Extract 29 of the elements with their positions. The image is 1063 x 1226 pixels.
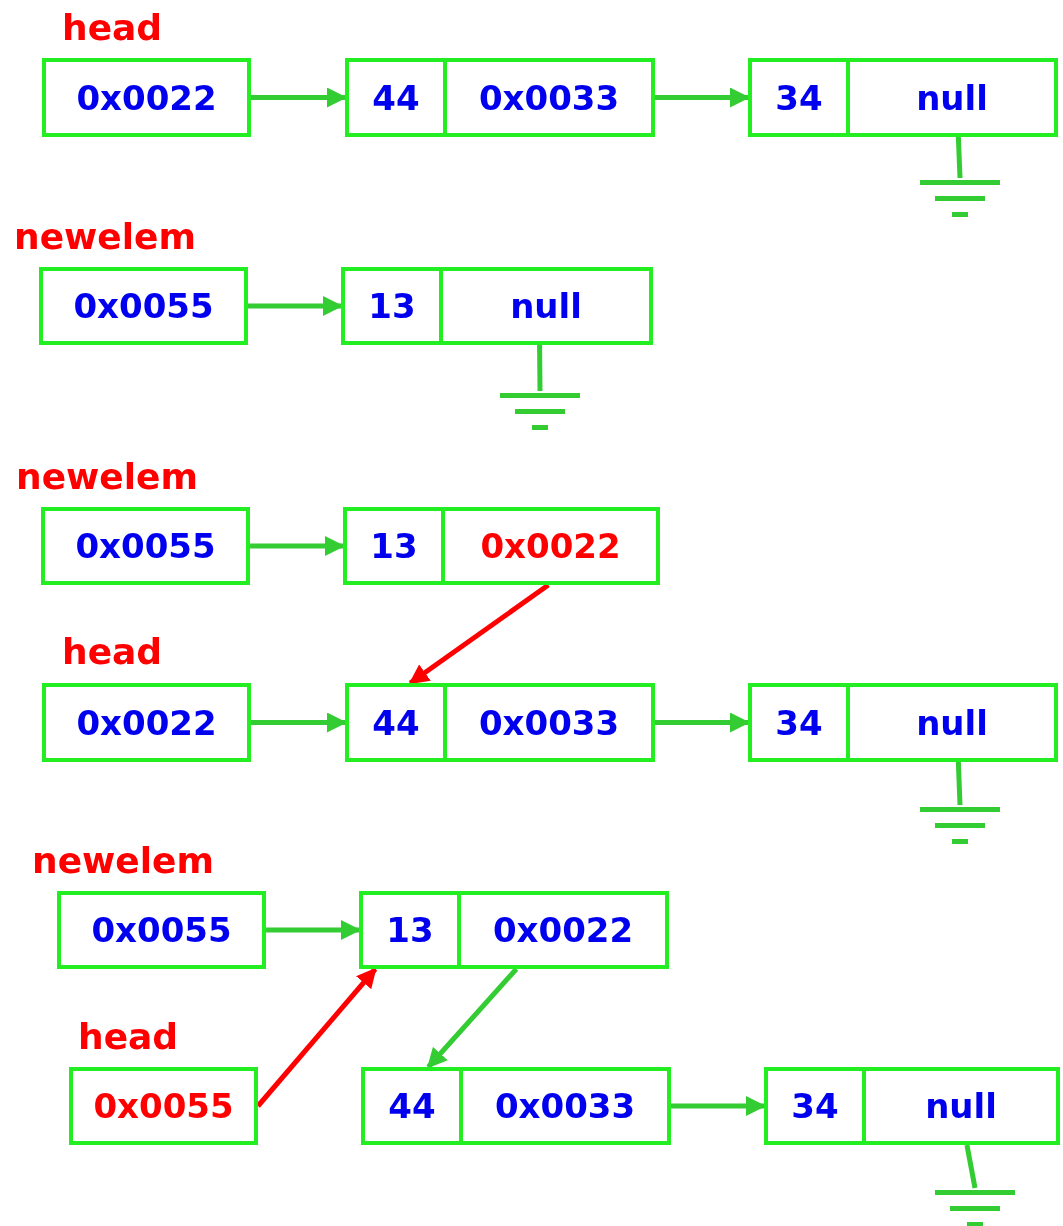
- arrow: [266, 920, 361, 940]
- pointer-name: head: [78, 1019, 179, 1055]
- arrow: [655, 87, 750, 108]
- memory-cell: 0x0055: [41, 507, 250, 585]
- connector-line: [964, 1144, 978, 1189]
- arrow: [426, 967, 519, 1069]
- memory-cell: 0x0055: [57, 891, 266, 969]
- arrow: [671, 1096, 766, 1116]
- pointer-name: newelem: [32, 843, 214, 879]
- pointer-name: head: [62, 10, 163, 46]
- memory-cell: 0x0055: [39, 267, 248, 345]
- memory-cell: 0x0022: [42, 58, 251, 137]
- memory-cell: 0x0022: [42, 683, 251, 762]
- ground-symbol: [920, 805, 1000, 845]
- connector-line: [955, 136, 963, 179]
- pointer-name: newelem: [16, 459, 198, 495]
- ground-symbol: [500, 391, 580, 431]
- arrow: [250, 536, 345, 556]
- pointer-name: newelem: [14, 219, 196, 255]
- arrow: [248, 296, 343, 316]
- arrow: [251, 712, 347, 733]
- connector-line: [955, 761, 963, 806]
- pointer-name: head: [62, 634, 163, 670]
- ground-symbol: [920, 178, 1000, 218]
- connector-line: [537, 344, 543, 392]
- memory-cell: 0x0055: [69, 1067, 258, 1145]
- ground-symbol: [935, 1188, 1015, 1226]
- arrow: [655, 712, 750, 733]
- arrow: [251, 87, 347, 108]
